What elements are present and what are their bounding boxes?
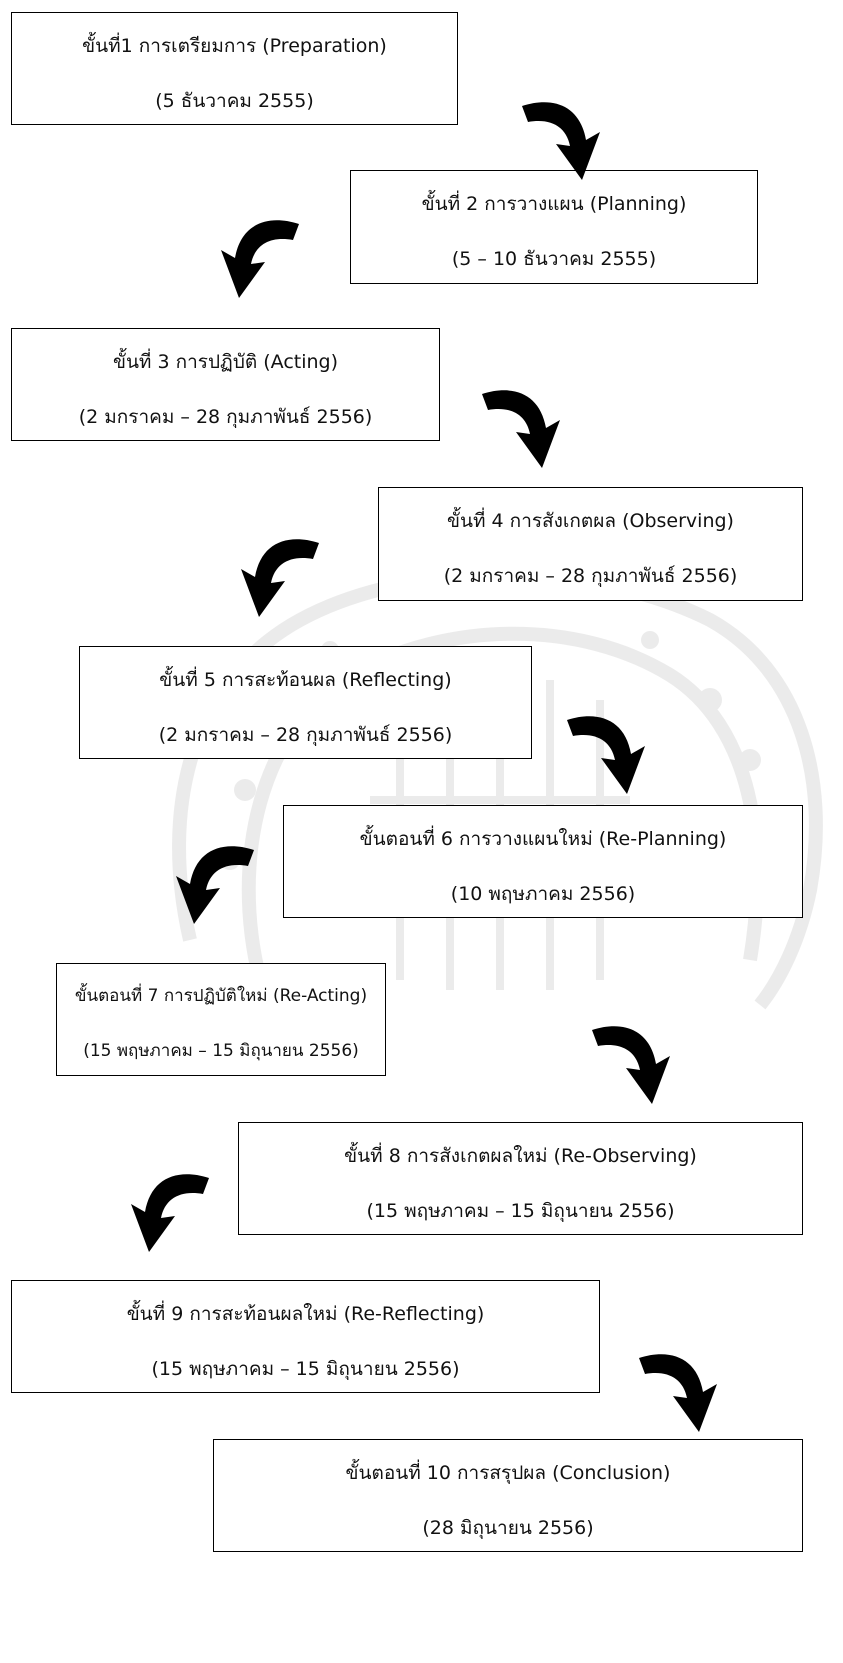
step-date: (2 มกราคม – 28 กุมภาพันธ์ 2556) — [158, 724, 453, 746]
step-box-2: ขั้นที่ 2 การวางแผน (Planning) (5 – 10 ธ… — [350, 170, 758, 284]
curved-arrow-down-right-icon — [522, 102, 600, 180]
step-date: (10 พฤษภาคม 2556) — [450, 883, 636, 905]
step-title: ขั้นที่ 9 การสะท้อนผลใหม่ (Re-Reflecting… — [126, 1303, 485, 1325]
curved-arrow-down-left-icon — [176, 846, 254, 924]
step-date: (15 พฤษภาคม – 15 มิถุนายน 2556) — [151, 1358, 460, 1380]
step-title: ขั้นตอนที่ 10 การสรุปผล (Conclusion) — [345, 1462, 671, 1484]
watermark-seal-icon — [172, 568, 823, 1010]
step-title: ขั้นที่ 2 การวางแผน (Planning) — [421, 193, 687, 215]
step-title: ขั้นที่1 การเตรียมการ (Preparation) — [82, 35, 387, 57]
step-title: ขั้นตอนที่ 6 การวางแผนใหม่ (Re-Planning) — [359, 828, 727, 850]
step-box-10: ขั้นตอนที่ 10 การสรุปผล (Conclusion) (28… — [213, 1439, 803, 1552]
step-box-8: ขั้นที่ 8 การสังเกตผลใหม่ (Re-Observing)… — [238, 1122, 803, 1235]
step-title: ขั้นที่ 3 การปฏิบัติ (Acting) — [112, 351, 339, 373]
step-date: (28 มิถุนายน 2556) — [422, 1517, 594, 1539]
step-box-6: ขั้นตอนที่ 6 การวางแผนใหม่ (Re-Planning)… — [283, 805, 803, 918]
step-box-4: ขั้นที่ 4 การสังเกตผล (Observing) (2 มกร… — [378, 487, 803, 601]
step-date: (2 มกราคม – 28 กุมภาพันธ์ 2556) — [443, 565, 738, 587]
step-title: ขั้นที่ 5 การสะท้อนผล (Reflecting) — [159, 669, 452, 691]
step-date: (2 มกราคม – 28 กุมภาพันธ์ 2556) — [78, 406, 373, 428]
step-date: (5 ธันวาคม 2555) — [155, 90, 314, 112]
step-box-3: ขั้นที่ 3 การปฏิบัติ (Acting) (2 มกราคม … — [11, 328, 440, 441]
step-box-9: ขั้นที่ 9 การสะท้อนผลใหม่ (Re-Reflecting… — [11, 1280, 600, 1393]
step-title: ขั้นตอนที่ 7 การปฏิบัติใหม่ (Re-Acting) — [74, 986, 368, 1006]
step-date: (15 พฤษภาคม – 15 มิถุนายน 2556) — [83, 1041, 359, 1061]
step-date: (5 – 10 ธันวาคม 2555) — [451, 248, 657, 270]
curved-arrow-down-left-icon — [241, 539, 319, 617]
curved-arrow-down-right-icon — [567, 716, 645, 794]
step-title: ขั้นที่ 8 การสังเกตผลใหม่ (Re-Observing) — [344, 1145, 697, 1167]
curved-arrow-down-right-icon — [482, 390, 560, 468]
curved-arrow-down-left-icon — [221, 220, 299, 298]
step-box-1: ขั้นที่1 การเตรียมการ (Preparation) (5 ธ… — [11, 12, 458, 125]
curved-arrow-down-left-icon — [131, 1174, 209, 1252]
step-date: (15 พฤษภาคม – 15 มิถุนายน 2556) — [366, 1200, 675, 1222]
curved-arrow-down-right-icon — [592, 1026, 670, 1104]
step-title: ขั้นที่ 4 การสังเกตผล (Observing) — [447, 510, 734, 532]
step-box-5: ขั้นที่ 5 การสะท้อนผล (Reflecting) (2 มก… — [79, 646, 532, 759]
step-box-7: ขั้นตอนที่ 7 การปฏิบัติใหม่ (Re-Acting) … — [56, 963, 386, 1076]
curved-arrow-down-right-icon — [639, 1354, 717, 1432]
